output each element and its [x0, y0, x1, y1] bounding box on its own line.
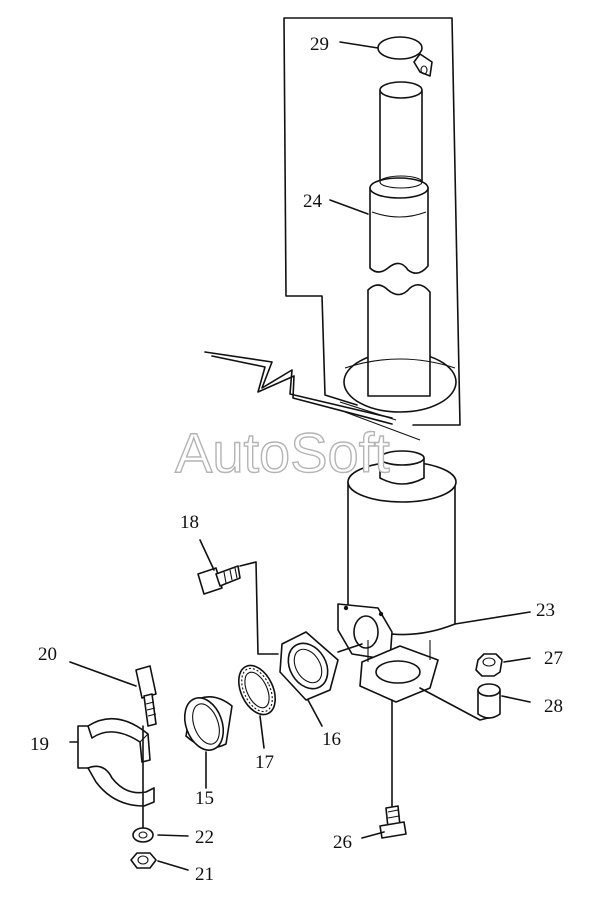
break-line [204, 351, 393, 419]
nut-part-27 [475, 653, 503, 677]
exhaust-pipe-part-24 [369, 81, 429, 274]
callout-21: 21 [195, 864, 214, 885]
callout-23: 23 [536, 600, 555, 621]
muffler-part-23 [337, 450, 457, 703]
callout-27: 27 [544, 648, 563, 669]
callout-24: 24 [303, 191, 323, 212]
break-line [339, 401, 421, 441]
bolt-part-20 [135, 665, 157, 727]
leader-lines [69, 41, 531, 871]
pipe-group-frame [283, 17, 461, 426]
rain-cap-part-29 [377, 36, 433, 77]
bolt-part-26 [379, 805, 407, 839]
sleeve-part-15 [183, 696, 233, 751]
callout-29: 29 [310, 34, 329, 55]
callout-20: 20 [38, 644, 57, 665]
flange-part-16 [279, 631, 339, 701]
callout-17: 17 [255, 752, 274, 773]
callout-19: 19 [30, 734, 49, 755]
washer-part-22 [132, 827, 154, 843]
callout-22: 22 [195, 827, 214, 848]
callout-26: 26 [333, 832, 352, 853]
callout-18: 18 [180, 512, 199, 533]
bolt-part-18 [197, 565, 241, 595]
callout-28: 28 [544, 696, 563, 717]
ring-part-17 [238, 664, 276, 716]
exhaust-pipe-lower-section [343, 284, 457, 413]
spacer-part-28 [477, 683, 501, 719]
nut-part-21 [130, 852, 157, 869]
break-line [211, 355, 393, 425]
clamp-part-19 [87, 717, 155, 807]
watermark: AutoSoft [175, 421, 390, 484]
callout-15: 15 [195, 788, 214, 809]
callout-16: 16 [322, 729, 341, 750]
